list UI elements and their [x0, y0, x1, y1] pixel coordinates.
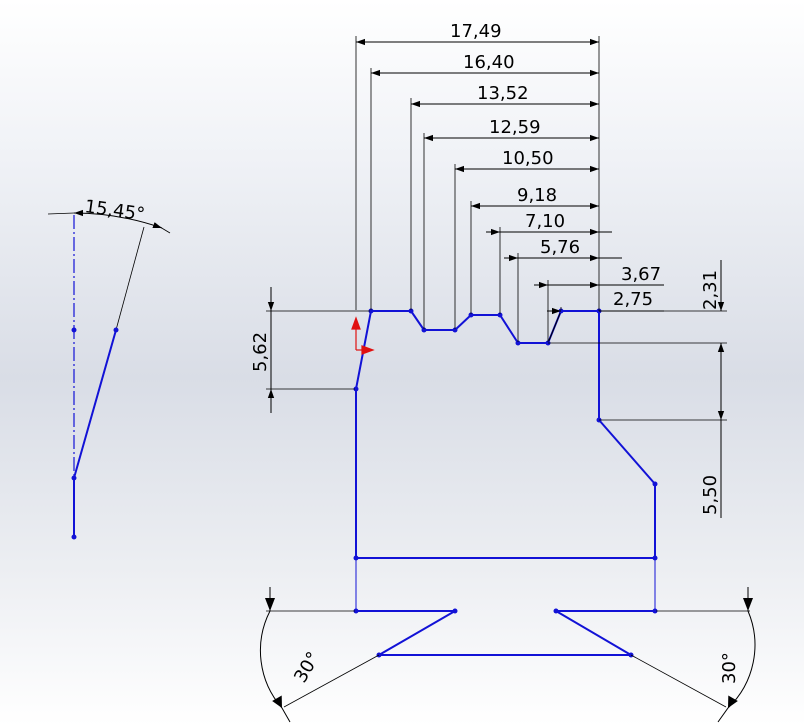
dim-label-10-50[interactable]: 10,50 — [502, 148, 554, 169]
angle-reference-sketch[interactable]: 15,45° — [47, 196, 171, 540]
angle-arrow — [272, 695, 282, 708]
profile-vertices[interactable] — [353, 308, 658, 658]
sketch-origin — [351, 316, 375, 355]
vertex-point[interactable] — [71, 534, 77, 540]
dim-label-7-10[interactable]: 7,10 — [525, 211, 565, 232]
angle-arrow — [265, 598, 275, 611]
dim-label-2-31[interactable]: 2,31 — [700, 270, 721, 310]
origin-x-arrow — [361, 345, 375, 355]
dim-label-16-40[interactable]: 16,40 — [463, 52, 515, 73]
angle-arc-tail-left — [47, 212, 75, 215]
angle-label-top[interactable]: 15,45° — [83, 196, 146, 225]
angle-label-bottom-left[interactable]: 30° — [290, 648, 324, 686]
angle-arrow — [728, 695, 738, 708]
dim-label-2-75[interactable]: 2,75 — [613, 289, 653, 310]
vertex-point[interactable] — [113, 327, 119, 333]
dim-label-17-49[interactable]: 17,49 — [450, 21, 502, 42]
origin-y-arrow — [351, 316, 361, 330]
dovetail-profile[interactable] — [355, 610, 656, 656]
profile-outline[interactable] — [355, 310, 656, 559]
dim-label-5-62[interactable]: 5,62 — [250, 332, 271, 372]
extension-line — [283, 654, 380, 708]
angle-label-bottom-right[interactable]: 30° — [719, 652, 740, 684]
vertical-dimensions[interactable]: 5,62 2,31 5,50 — [250, 260, 727, 518]
dim-label-3-67[interactable]: 3,67 — [621, 264, 661, 285]
angle-arrow — [743, 598, 753, 611]
vertex-point[interactable] — [71, 475, 77, 481]
dim-label-13-52[interactable]: 13,52 — [477, 83, 529, 104]
dim-label-5-50[interactable]: 5,50 — [700, 475, 721, 515]
vertex-point[interactable] — [71, 327, 77, 333]
angled-line[interactable] — [73, 329, 117, 479]
dim-label-5-76[interactable]: 5,76 — [540, 237, 580, 258]
extension-line — [630, 654, 727, 708]
construction-line — [547, 310, 562, 344]
main-profile[interactable] — [353, 308, 658, 658]
dim-label-12-59[interactable]: 12,59 — [489, 117, 541, 138]
angle-extension-line — [115, 226, 145, 331]
dim-label-9-18[interactable]: 9,18 — [517, 185, 557, 206]
angle-arc-top[interactable] — [73, 209, 163, 229]
horizontal-dimensions[interactable]: 17,49 16,40 13,52 12,59 10,50 9,18 7,10 … — [355, 21, 664, 342]
angle-arc-tail — [159, 226, 171, 234]
